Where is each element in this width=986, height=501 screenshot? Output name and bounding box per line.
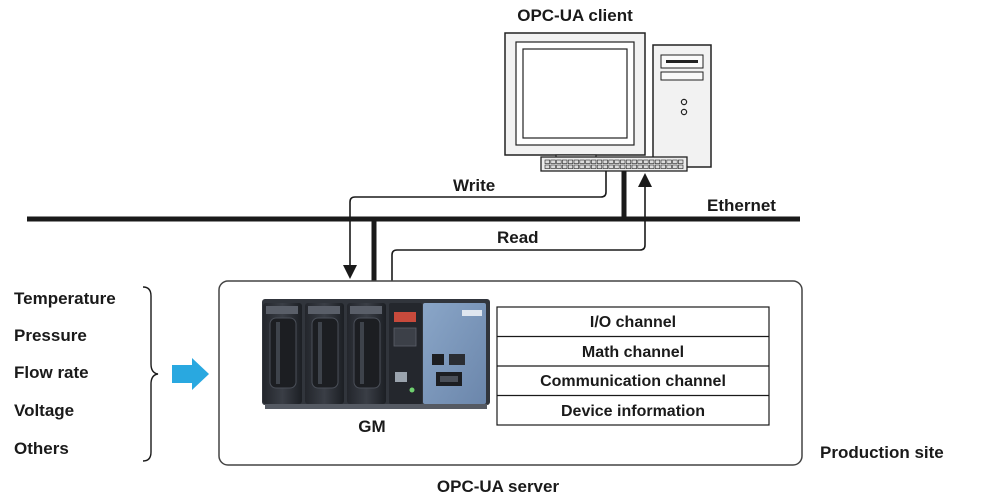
channel-communication: Communication channel [540,373,726,390]
production-site-label: Production site [820,443,944,462]
ethernet-label: Ethernet [707,196,776,215]
computer-tower [652,44,712,168]
keyboard [540,156,688,172]
read-arrow [391,173,652,281]
input-voltage: Voltage [14,401,74,420]
input-flow-rate: Flow rate [14,363,89,382]
channel-table: I/O channel Math channel Communication c… [496,306,770,426]
monitor-screen [522,48,628,139]
write-arrow [343,171,607,279]
server-caption: OPC-UA server [437,477,560,496]
input-arrow-icon [172,358,209,390]
gm-label: GM [358,417,385,436]
client-title: OPC-UA client [517,6,633,25]
gm-device-image [262,299,490,409]
channel-io: I/O channel [590,314,676,331]
input-brace [142,286,159,462]
client-pc-icon [504,32,712,172]
write-label: Write [453,176,495,195]
input-signals: Temperature Pressure Flow rate Voltage O… [14,289,116,458]
read-label: Read [497,228,539,247]
input-others: Others [14,439,69,458]
channel-device-information: Device information [561,403,705,420]
server-box [218,280,803,466]
channel-math: Math channel [582,344,684,361]
input-temperature: Temperature [14,289,116,308]
input-pressure: Pressure [14,326,87,345]
